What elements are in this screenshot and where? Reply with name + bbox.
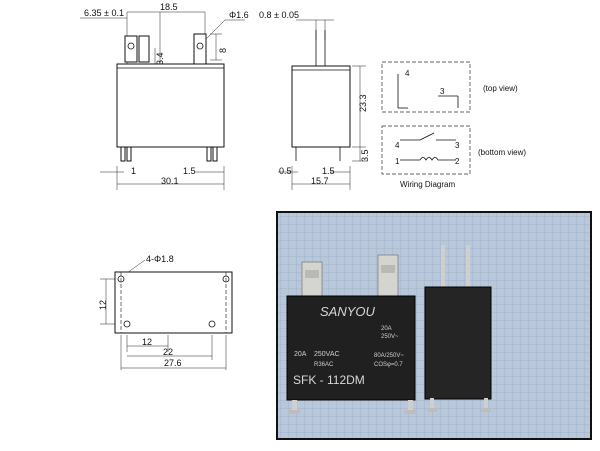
dim-thickness-top: 0.8 ± 0.05 xyxy=(259,10,299,20)
relay-photo: SANYOU 20A 250VAC R36AC 20A 250V~ 80A/25… xyxy=(276,211,592,440)
pin-4: 4 xyxy=(395,141,400,150)
pin-2: 2 xyxy=(455,157,460,166)
photo-rating-right-1: 20A xyxy=(381,326,392,332)
dim-hole: Φ1.6 xyxy=(229,10,249,20)
dim-fp-total: 27.6 xyxy=(164,358,182,368)
dim-depth: 15.7 xyxy=(311,176,329,186)
photo-rating-right-4: COSφ=0.7 xyxy=(374,362,403,368)
photo-rating-left-3: R36AC xyxy=(314,362,334,368)
dim-fp-mid: 22 xyxy=(163,347,173,357)
photo-brand: SANYOU xyxy=(320,304,376,319)
photo-model: SFK - 112DM xyxy=(293,373,365,387)
dim-holes: 4-Φ1.8 xyxy=(146,254,174,264)
pin-1: 1 xyxy=(395,157,400,166)
photo-rating-right-2: 250V~ xyxy=(381,334,399,340)
pin-3: 3 xyxy=(455,141,460,150)
wiring-diagram: 4 3 (top view) 4 3 1 2 (bottom view) Wir… xyxy=(381,61,526,189)
dim-fp-inner: 12 xyxy=(142,337,152,347)
dim-width: 30.1 xyxy=(161,176,179,186)
photo-rating-right-3: 80A/250V~ xyxy=(374,353,404,359)
top-view-label: (top view) xyxy=(483,84,518,93)
dim-pitch: 6.35 ± 0.1 xyxy=(84,8,124,18)
dim-height: 23.3 xyxy=(358,94,368,112)
front-view: 6.35 ± 0.1 18.5 Φ1.6 8 3.4 1 1.5 xyxy=(80,2,249,190)
top-pin3: 3 xyxy=(440,87,445,96)
side-view: 0.8 ± 0.05 23.3 3.5 0.5 1.5 15.7 xyxy=(259,10,370,190)
pcb-footprint: 4-Φ1.8 12 12 22 27.6 xyxy=(98,254,233,370)
dim-fp-height: 12 xyxy=(98,300,108,310)
photo-rating-left-1: 20A xyxy=(294,351,307,358)
dim-tab-offset: 3.4 xyxy=(155,52,165,65)
dim-pin-length: 3.5 xyxy=(360,149,370,162)
dim-pin-left: 1 xyxy=(131,166,136,176)
dim-top-width: 18.5 xyxy=(160,2,178,12)
dim-tab-height: 8 xyxy=(218,48,228,53)
dim-pin-left-side: 0.5 xyxy=(279,166,292,176)
bottom-view-label: (bottom view) xyxy=(478,148,526,157)
dim-pin-spacing: 1.5 xyxy=(183,166,196,176)
wiring-caption: Wiring Diagram xyxy=(400,180,455,189)
top-pin4: 4 xyxy=(405,69,410,78)
dim-pin-spacing-side: 1.5 xyxy=(322,166,335,176)
photo-rating-left-2: 250VAC xyxy=(314,351,340,358)
